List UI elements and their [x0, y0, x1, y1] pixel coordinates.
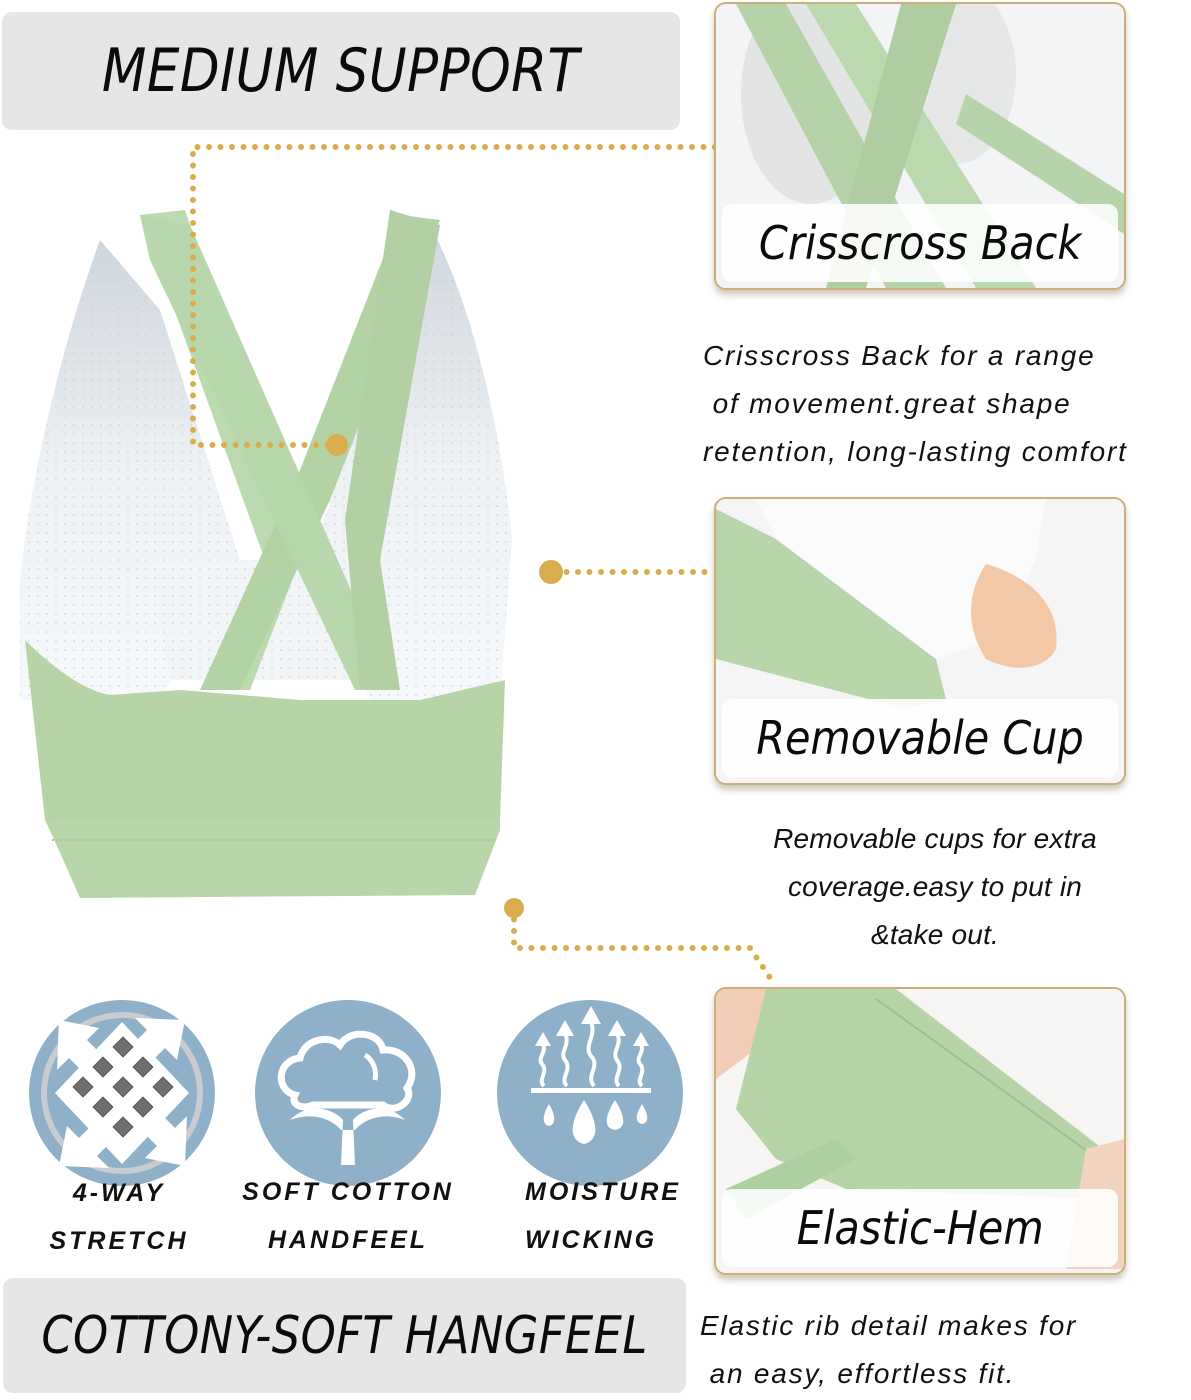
- callout-title: Crisscross Back: [758, 216, 1082, 270]
- moisture-wicking-icon: [497, 1000, 683, 1186]
- headline-text: COTTONY-SOFT HANGFEEL: [41, 1305, 648, 1366]
- feature-soft-cotton: SOFT COTTON HANDFEEL: [233, 1000, 463, 1254]
- callout-title: Elastic-Hem: [796, 1201, 1044, 1255]
- callout-title: Removable Cup: [756, 711, 1084, 765]
- callout-description-cup: Removable cups for extra coverage.easy t…: [773, 823, 1097, 950]
- feature-moisture-wicking: MOISTURE WICKING: [475, 1000, 705, 1254]
- headline-text: MEDIUM SUPPORT: [102, 36, 580, 106]
- feature-four-way-stretch: 4-WAY STRETCH: [7, 1000, 237, 1255]
- four-way-stretch-icon: [29, 1000, 215, 1186]
- callout-description-hem: Elastic rib detail makes for an easy, ef…: [700, 1310, 1078, 1389]
- headline-banner-top: MEDIUM SUPPORT: [2, 12, 680, 130]
- feature-label: 4-WAY STRETCH: [49, 1179, 189, 1255]
- callout-card-elastic-hem: Elastic-Hem: [714, 987, 1126, 1275]
- cotton-icon: [255, 1000, 441, 1186]
- callout-description-crisscross: Crisscross Back for a range of movement.…: [703, 340, 1128, 467]
- feature-label: MOISTURE WICKING: [525, 1178, 681, 1254]
- removable-cup-photo: [716, 499, 1124, 783]
- callout-dot-hem: [504, 898, 524, 918]
- callout-title-box: Elastic-Hem: [722, 1189, 1118, 1267]
- callout-card-removable-cup: Removable Cup: [714, 497, 1126, 785]
- headline-banner-bottom: COTTONY-SOFT HANGFEEL: [3, 1278, 686, 1393]
- callout-card-crisscross-back: Crisscross Back: [714, 2, 1126, 290]
- product-image: [0, 140, 700, 900]
- callout-title-box: Removable Cup: [722, 699, 1118, 777]
- sports-bra-illustration: [20, 210, 512, 898]
- feature-label: SOFT COTTON HANDFEEL: [242, 1178, 454, 1254]
- callout-title-box: Crisscross Back: [722, 204, 1118, 282]
